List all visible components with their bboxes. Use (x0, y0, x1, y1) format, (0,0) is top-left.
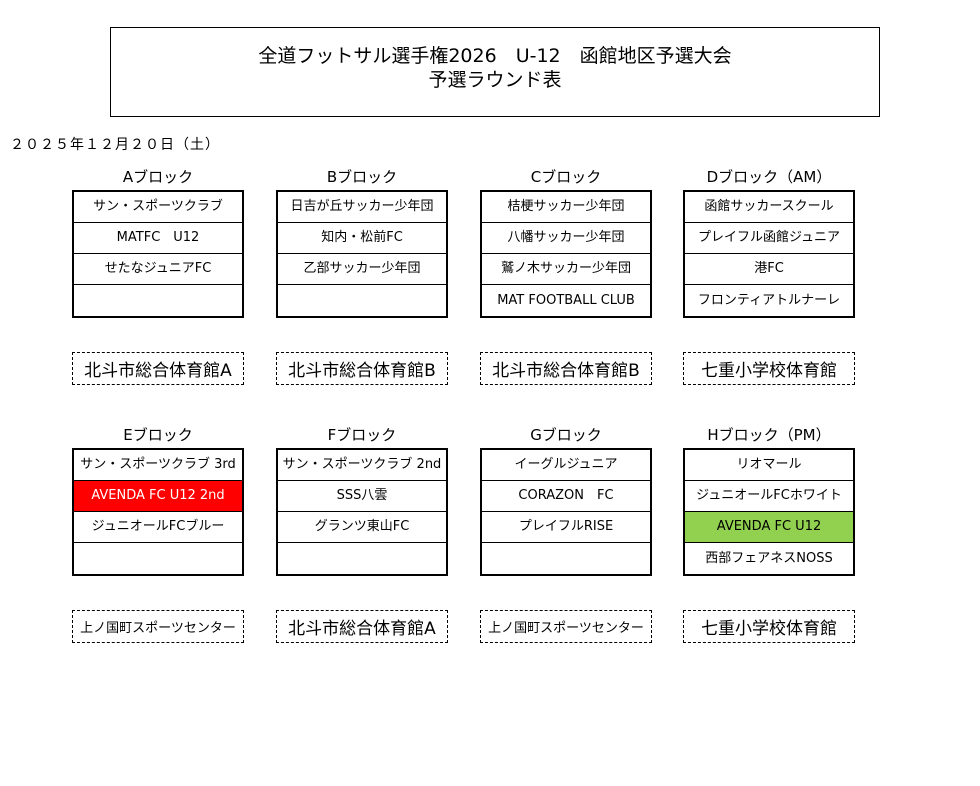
team-cell: 日吉が丘サッカー少年団 (278, 192, 446, 223)
page-subtitle: 予選ラウンド表 (428, 69, 562, 91)
block-e-label: Eブロック (123, 426, 193, 444)
team-cell: MAT FOOTBALL CLUB (497, 292, 635, 308)
team-cell (278, 285, 446, 316)
page-title: 全道フットサル選手権2026 U-12 函館地区予選大会 (258, 45, 732, 67)
team-cell: 桔梗サッカー少年団 (482, 192, 650, 223)
team-cell: 西部フェアネスNOSS (705, 550, 833, 566)
block-a-table: サン・スポーツクラブ MATFC U12 せたなジュニアFC (72, 190, 244, 318)
team-cell: サン・スポーツクラブ (74, 192, 242, 223)
block-f-table: サン・スポーツクラブ 2nd SSS八雲 グランツ東山FC (276, 448, 448, 576)
team-cell (74, 543, 242, 574)
block-e-venue: 上ノ国町スポーツセンター (72, 610, 244, 643)
block-h-label: Hブロック（PM） (707, 426, 831, 444)
block-h-venue: 七重小学校体育館 (683, 610, 855, 643)
team-cell (482, 543, 650, 574)
team-cell: 函館サッカースクール (685, 192, 853, 223)
team-cell: 八幡サッカー少年団 (482, 223, 650, 254)
team-cell-highlighted: AVENDA FC U12 2nd (74, 481, 242, 512)
team-cell: MATFC U12 (74, 223, 242, 254)
block-g-label: Gブロック (530, 426, 602, 444)
block-c-label: Cブロック (530, 168, 602, 186)
team-cell: ジュニオールFCホワイト (685, 481, 853, 512)
block-a-label: Aブロック (122, 168, 194, 186)
block-g-venue: 上ノ国町スポーツセンター (480, 610, 652, 643)
team-cell: 知内・松前FC (278, 223, 446, 254)
team-cell (278, 543, 446, 574)
block-c-venue: 北斗市総合体育館B (480, 352, 652, 385)
block-b-table: 日吉が丘サッカー少年団 知内・松前FC 乙部サッカー少年団 (276, 190, 448, 318)
block-b-label: Bブロック (326, 168, 398, 186)
team-cell: プレイフル函館ジュニア (685, 223, 853, 254)
team-cell: CORAZON FC (482, 481, 650, 512)
team-cell: フロンティアトルナーレ (697, 292, 841, 308)
team-cell: グランツ東山FC (278, 512, 446, 543)
block-d-table: 函館サッカースクール プレイフル函館ジュニア 港FC フロンティアトルナーレ (683, 190, 855, 318)
block-e-table: サン・スポーツクラブ 3rd AVENDA FC U12 2nd ジュニオールF… (72, 448, 244, 576)
title-box: 全道フットサル選手権2026 U-12 函館地区予選大会 予選ラウンド表 (110, 27, 880, 117)
team-cell: 乙部サッカー少年団 (278, 254, 446, 285)
team-cell: SSS八雲 (278, 481, 446, 512)
event-date: ２０２５年１２月２０日（土） (10, 137, 220, 153)
team-cell: イーグルジュニア (482, 450, 650, 481)
block-h-table: リオマール ジュニオールFCホワイト AVENDA FC U12 西部フェアネス… (683, 448, 855, 576)
team-cell: ジュニオールFCブルー (74, 512, 242, 543)
block-a-venue: 北斗市総合体育館A (72, 352, 244, 385)
block-d-venue: 七重小学校体育館 (683, 352, 855, 385)
team-cell: 港FC (685, 254, 853, 285)
block-d-label: Dブロック（AM） (706, 168, 832, 186)
team-cell: プレイフルRISE (482, 512, 650, 543)
block-g-table: イーグルジュニア CORAZON FC プレイフルRISE (480, 448, 652, 576)
team-cell-highlighted: AVENDA FC U12 (685, 512, 853, 543)
team-cell: せたなジュニアFC (74, 254, 242, 285)
team-cell: リオマール (685, 450, 853, 481)
team-cell: サン・スポーツクラブ 3rd (74, 450, 242, 481)
block-c-table: 桔梗サッカー少年団 八幡サッカー少年団 鷲ノ木サッカー少年団 MAT FOOTB… (480, 190, 652, 318)
team-cell: 鷲ノ木サッカー少年団 (482, 254, 650, 285)
block-f-label: Fブロック (327, 426, 397, 444)
block-f-venue: 北斗市総合体育館A (276, 610, 448, 643)
team-cell: サン・スポーツクラブ 2nd (278, 450, 446, 481)
team-cell (74, 285, 242, 316)
block-b-venue: 北斗市総合体育館B (276, 352, 448, 385)
